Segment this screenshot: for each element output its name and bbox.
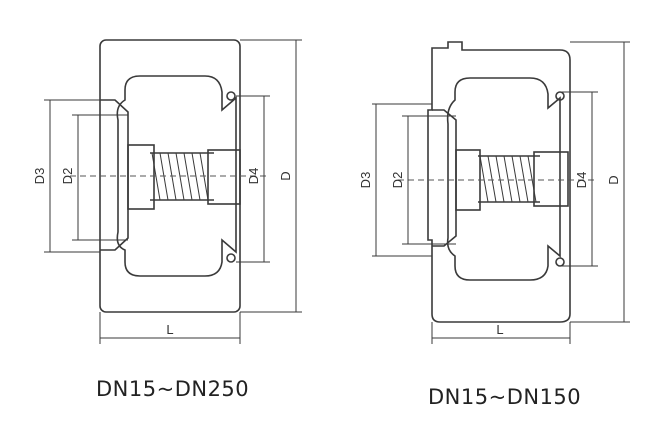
left-d2-label: D2 (60, 168, 75, 185)
left-caption: DN15~DN250 (96, 377, 250, 401)
left-disc (127, 144, 155, 210)
right-outer-body (427, 41, 571, 323)
left-d3-label: D3 (32, 168, 47, 185)
left-bolt-top (226, 91, 236, 101)
diagram-left: D3 D2 D4 D L (32, 39, 302, 344)
right-guide-tube (533, 151, 569, 207)
left-d4-label: D4 (246, 168, 261, 185)
right-flange-step (432, 109, 457, 247)
right-caption: DN15~DN150 (428, 385, 582, 409)
right-d4-label: D4 (574, 172, 589, 189)
left-guide-tube (207, 149, 241, 205)
left-bolt-bottom (226, 253, 236, 263)
left-d-label: D (278, 171, 293, 180)
right-l-label: L (496, 322, 503, 337)
right-d-label: D (606, 175, 621, 184)
right-d3-label: D3 (358, 172, 373, 189)
right-spring (478, 155, 540, 203)
right-bolt-bottom (555, 257, 565, 267)
right-d2-label: D2 (390, 172, 405, 189)
right-inner-cavity (446, 77, 561, 281)
left-flange-step (100, 99, 129, 251)
diagram-right: D3 D2 D4 D L (358, 41, 630, 344)
left-l-label: L (166, 322, 173, 337)
left-inner-cavity (116, 75, 237, 277)
